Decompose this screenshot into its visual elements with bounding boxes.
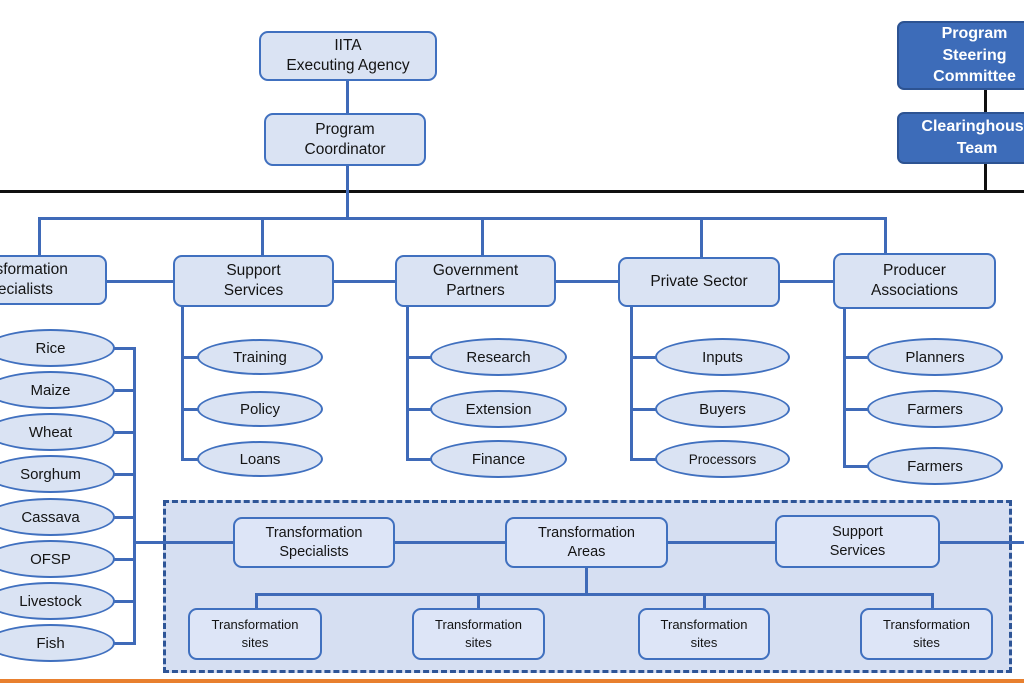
ellipse-wheat: Wheat	[0, 413, 115, 451]
ellipse-extension: Extension	[430, 390, 567, 428]
drop-site-2	[477, 593, 480, 609]
stub-rice	[111, 347, 136, 350]
drop-government	[481, 217, 484, 257]
spine-zone-link	[133, 541, 233, 544]
bottom-accent-line	[0, 679, 1024, 683]
ellipse-farmers-1: Farmers	[867, 390, 1003, 428]
drop-site-1	[255, 593, 258, 609]
ellipse-research: Research	[430, 338, 567, 376]
government-partners-box: Government Partners	[395, 255, 556, 307]
value-chain-spine	[133, 347, 136, 645]
producer-spine	[843, 308, 846, 468]
iita-coordinator-connector	[346, 80, 349, 114]
link-private-producer	[779, 280, 835, 283]
support-services-box: Support Services	[173, 255, 334, 307]
clearinghouse-team-box: Clearinghouse Team	[897, 112, 1024, 164]
zone-link-areas-support	[668, 541, 775, 544]
ellipse-sorghum: Sorghum	[0, 455, 115, 493]
stub-research	[406, 356, 432, 359]
stub-cassava	[111, 516, 136, 519]
transformation-specialists-box: Transformation Specialists	[0, 255, 107, 305]
steering-clearinghouse-connector	[984, 88, 987, 114]
stub-fish	[111, 642, 136, 645]
program-steering-committee-box: Program Steering Committee	[897, 21, 1024, 90]
producer-associations-box: Producer Associations	[833, 253, 996, 309]
link-specialists-support	[105, 280, 175, 283]
ellipse-livestock: Livestock	[0, 582, 115, 620]
level2-branch-line	[38, 217, 887, 220]
private-spine	[630, 306, 633, 460]
zone-transformation-areas-box: Transformation Areas	[505, 517, 668, 568]
ellipse-rice: Rice	[0, 329, 115, 367]
stub-sorghum	[111, 473, 136, 476]
coordinator-branch-connector	[346, 165, 349, 220]
stub-loans	[181, 458, 199, 461]
transformation-sites-box-4: Transformation sites	[860, 608, 993, 660]
stub-inputs	[630, 356, 657, 359]
zone-transformation-specialists-box: Transformation Specialists	[233, 517, 395, 568]
ellipse-training: Training	[197, 339, 323, 375]
stub-buyers	[630, 408, 657, 411]
transformation-sites-box-2: Transformation sites	[412, 608, 545, 660]
stub-planners	[843, 356, 869, 359]
zone-link-support-edge	[940, 541, 1024, 544]
ellipse-loans: Loans	[197, 441, 323, 477]
stub-farmers-2	[843, 465, 869, 468]
ellipse-planners: Planners	[867, 338, 1003, 376]
ellipse-fish: Fish	[0, 624, 115, 662]
ellipse-cassava: Cassava	[0, 498, 115, 536]
stub-finance	[406, 458, 432, 461]
stub-maize	[111, 389, 136, 392]
stub-extension	[406, 408, 432, 411]
government-spine	[406, 306, 409, 460]
ellipse-buyers: Buyers	[655, 390, 790, 428]
drop-private	[700, 217, 703, 259]
program-coordinator-box: Program Coordinator	[264, 113, 426, 166]
drop-support	[261, 217, 264, 257]
support-spine	[181, 306, 184, 460]
clearinghouse-divider-connector	[984, 162, 987, 192]
private-sector-box: Private Sector	[618, 257, 780, 307]
ellipse-processors: Processors	[655, 440, 790, 478]
transformation-sites-box-3: Transformation sites	[638, 608, 770, 660]
drop-specialists	[38, 217, 41, 257]
sites-branch-line	[255, 593, 934, 596]
zone-link-specialists-areas	[395, 541, 505, 544]
ellipse-maize: Maize	[0, 371, 115, 409]
areas-sites-drop	[585, 568, 588, 594]
ellipse-inputs: Inputs	[655, 338, 790, 376]
stub-training	[181, 356, 199, 359]
ellipse-ofsp: OFSP	[0, 540, 115, 578]
drop-site-4	[931, 593, 934, 609]
stub-wheat	[111, 431, 136, 434]
ellipse-farmers-2: Farmers	[867, 447, 1003, 485]
stub-policy	[181, 408, 199, 411]
ellipse-finance: Finance	[430, 440, 567, 478]
main-divider-line	[0, 190, 1024, 193]
link-government-private	[555, 280, 620, 283]
drop-site-3	[703, 593, 706, 609]
stub-livestock	[111, 600, 136, 603]
iita-executing-agency-box: IITA Executing Agency	[259, 31, 437, 81]
drop-producer	[884, 217, 887, 255]
ellipse-policy: Policy	[197, 391, 323, 427]
stub-farmers-1	[843, 408, 869, 411]
stub-processors	[630, 458, 657, 461]
zone-support-services-box: Support Services	[775, 515, 940, 568]
stub-ofsp	[111, 558, 136, 561]
link-support-government	[333, 280, 397, 283]
transformation-sites-box-1: Transformation sites	[188, 608, 322, 660]
